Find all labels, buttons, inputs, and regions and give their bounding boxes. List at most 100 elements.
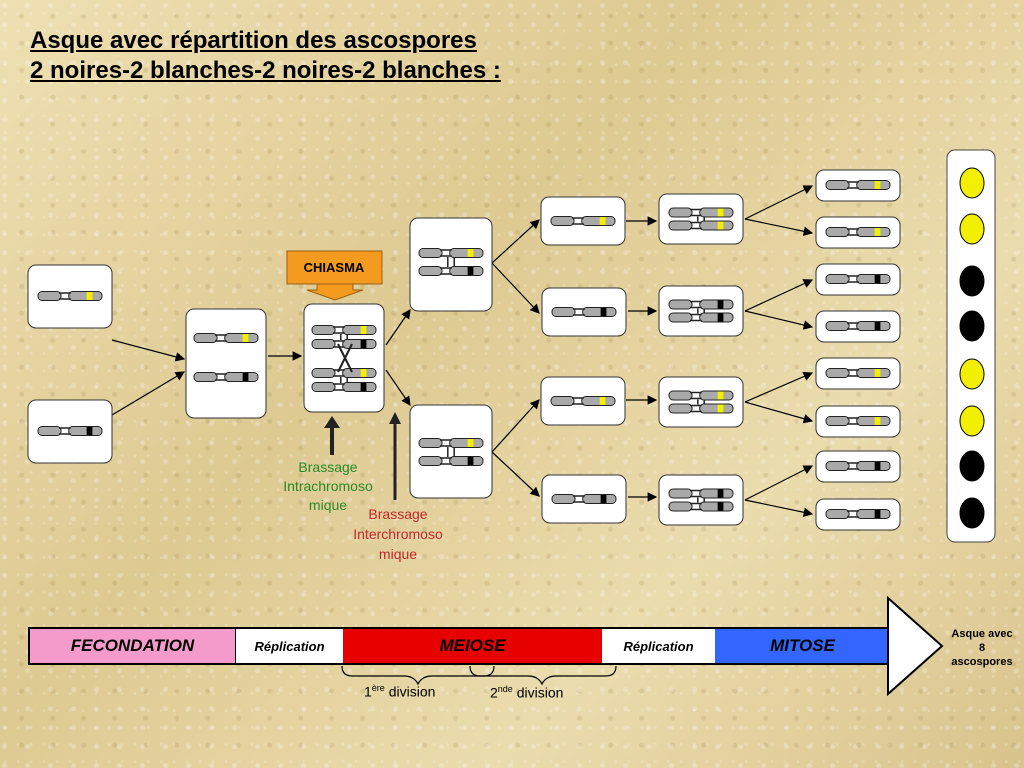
chromosome [825,274,891,284]
timeline-replication-2: Réplication [602,629,715,663]
chromosome [825,416,891,426]
chromosome [550,216,616,226]
connector-arrow [491,219,540,264]
allele-marker [717,313,724,322]
chromosome [418,266,484,276]
timeline-mitose: MITOSE [715,629,890,663]
chromosome [418,438,484,448]
final-cell-7 [815,450,901,483]
meiosis2-cell-4 [541,474,627,524]
allele-marker [874,417,881,425]
chromosome [418,248,484,258]
allele-marker [86,292,93,300]
ascospore-yellow [959,213,985,245]
brassage-intra-label: Brassage Intrachromoso mique [283,459,373,513]
final-cell-8 [815,498,901,531]
allele-marker [717,502,724,511]
allele-marker [717,208,724,217]
division2-num: 2 [490,684,498,701]
chromosome [193,333,259,343]
allele-marker [360,383,367,391]
ascus-final-label: Asque avec 8 ascospores [944,627,1020,669]
connector-arrow [744,218,814,236]
ascus [946,149,996,543]
allele-marker [600,308,607,316]
chromosome [551,307,617,317]
chromosome [668,390,734,401]
chromosome [825,180,891,190]
chromosome [825,321,891,331]
timeline-fecondation: FECONDATION [30,629,236,663]
intra-arrow [324,416,340,455]
chromosome [668,312,734,323]
timeline-meiose: MEIOSE [343,629,602,663]
division2-text: division [512,684,564,701]
allele-marker [874,275,881,283]
connector-arrow [385,309,411,346]
chromosome [37,426,103,436]
allele-marker [599,397,606,405]
chromosome [418,456,484,466]
connector-arrow [111,371,186,416]
brassage-intra-line-1: Brassage [298,459,357,475]
meiosis2-cell-2 [541,287,627,337]
chromosome [825,227,891,237]
chromosome [825,461,891,471]
connector-arrow [744,465,814,501]
inter-arrow [389,412,401,500]
chromosome [550,396,616,406]
chromosome [825,509,891,519]
allele-marker [874,369,881,377]
allele-marker [874,322,881,330]
allele-marker [717,300,724,309]
meiosis2-cell-1 [540,196,626,246]
chiasma-cell [303,303,385,413]
page-title: Asque avec répartition des ascospores 2 … [30,26,501,86]
final-label-line-2: 8 [978,642,986,654]
allele-marker [467,457,474,465]
chromosome [668,299,734,310]
connector-arrow [744,310,814,330]
connector-arrow [744,185,814,220]
parent-cell-black [27,399,113,464]
allele-marker [600,495,607,503]
replicated-cell-2 [658,285,744,337]
connector-arrow [491,451,540,497]
allele-marker [717,391,724,400]
allele-marker [874,228,881,236]
allele-marker [717,404,724,413]
timeline-replication-1: Réplication [236,629,343,663]
parent-cell-yellow [27,264,113,329]
allele-marker [242,373,249,381]
final-label-line-3: ascospores [951,656,1013,668]
brassage-inter-line-1: Brassage [368,506,427,522]
connector-arrow [111,339,186,362]
division1-text: division [384,683,436,700]
replicated-cell-1 [658,193,744,245]
replicated-cell-3 [658,376,744,428]
chromosome [668,220,734,231]
first-division-label: 1ère division [364,683,435,700]
allele-marker [874,510,881,518]
chromosome [668,403,734,414]
ascospore-yellow [959,358,985,390]
title-line-2: 2 noires-2 blanches-2 noires-2 blanches … [30,57,501,84]
brassage-intra-line-3: mique [309,497,347,513]
connector-arrows [111,185,814,517]
allele-marker [360,326,367,334]
chromosome [825,368,891,378]
chromosome [311,325,377,335]
chromosome [668,207,734,218]
connector-arrow [385,369,411,406]
connector-arrow [744,279,814,312]
allele-marker [242,334,249,342]
connector-arrow [744,499,814,517]
allele-marker [874,181,881,189]
ascospore-black [959,265,985,297]
chromosome [311,382,377,392]
final-cell-3 [815,263,901,296]
allele-marker [467,267,474,275]
chromosome [668,501,734,512]
connector-arrow [491,399,540,453]
